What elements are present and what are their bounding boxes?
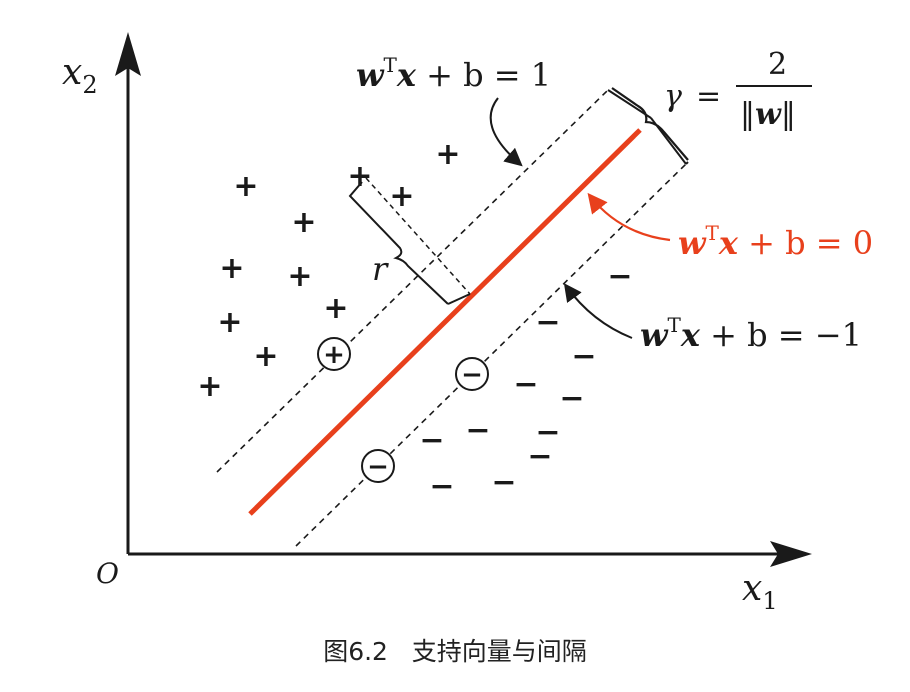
r-brace bbox=[348, 181, 449, 305]
positive-sample: + bbox=[253, 339, 278, 374]
r-dashed-guide bbox=[365, 177, 471, 295]
y-axis-arrow-icon bbox=[115, 32, 141, 76]
svg-text:=: = bbox=[696, 79, 721, 114]
negative-sample: − bbox=[491, 465, 516, 500]
axes bbox=[115, 32, 812, 567]
hyperplane-label: wTx + b = 0 bbox=[678, 221, 873, 262]
origin-label: O bbox=[96, 557, 119, 590]
lower-margin-line bbox=[295, 163, 687, 547]
support-vector-positive: + bbox=[317, 337, 351, 371]
lower-margin-label: wTx + b = −1 bbox=[640, 313, 862, 354]
positive-sample: + bbox=[323, 291, 348, 326]
upper-margin-label: wTx + b = 1 bbox=[356, 53, 551, 94]
svg-text:−: − bbox=[367, 452, 389, 482]
gamma-brace bbox=[611, 87, 689, 161]
positive-sample: + bbox=[291, 205, 316, 240]
svg-text:γ: γ bbox=[664, 79, 682, 114]
negative-sample: − bbox=[571, 339, 596, 374]
lower-margin-arrow bbox=[563, 283, 633, 339]
negative-sample: − bbox=[535, 415, 560, 450]
positive-sample: + bbox=[287, 259, 312, 294]
negative-sample: − bbox=[559, 381, 584, 416]
support-vector-negative: − bbox=[361, 449, 395, 483]
y-axis-label: x2 bbox=[62, 52, 98, 99]
figure-number: 图6.2 bbox=[323, 637, 388, 666]
r-label: r bbox=[372, 250, 389, 288]
positive-sample: + bbox=[389, 179, 414, 214]
positive-sample: + bbox=[217, 305, 242, 340]
svg-text:+: + bbox=[323, 340, 345, 370]
x-axis-label: x1 bbox=[742, 568, 778, 615]
negative-sample: − bbox=[465, 413, 490, 448]
negative-sample: − bbox=[429, 469, 454, 504]
figure-title: 支持向量与间隔 bbox=[411, 637, 587, 666]
positive-sample: + bbox=[233, 169, 258, 204]
upper-margin-arrow bbox=[489, 97, 523, 167]
positive-sample: + bbox=[219, 251, 244, 286]
negative-sample: − bbox=[607, 259, 632, 294]
svg-text:wTx + b = −1: wTx + b = −1 bbox=[640, 313, 862, 354]
negative-sample: − bbox=[513, 367, 538, 402]
svg-text:2: 2 bbox=[768, 47, 787, 82]
positive-sample: + bbox=[347, 159, 372, 194]
positive-sample: + bbox=[435, 137, 460, 172]
gamma-label: γ = 2 ‖w‖ bbox=[664, 47, 812, 132]
negative-sample: − bbox=[527, 439, 552, 474]
svg-text:wTx + b = 1: wTx + b = 1 bbox=[356, 53, 551, 94]
positive-sample: + bbox=[197, 369, 222, 404]
svg-text:‖w‖: ‖w‖ bbox=[740, 97, 796, 132]
upper-margin-line bbox=[216, 89, 609, 473]
separating-hyperplane bbox=[248, 128, 642, 516]
r-end-tick bbox=[447, 293, 471, 305]
figure-caption: 图6.2 支持向量与间隔 bbox=[0, 632, 910, 668]
svg-text:−: − bbox=[461, 360, 483, 390]
hyperplane-arrow bbox=[587, 192, 671, 242]
negative-sample: − bbox=[535, 305, 560, 340]
data-points: +++++++++++−−−−−−−−−−−+−− bbox=[197, 137, 632, 504]
support-vector-negative: − bbox=[455, 357, 489, 391]
x-axis-arrow-icon bbox=[770, 541, 812, 567]
svg-text:wTx + b = 0: wTx + b = 0 bbox=[678, 221, 873, 262]
negative-sample: − bbox=[419, 423, 444, 458]
